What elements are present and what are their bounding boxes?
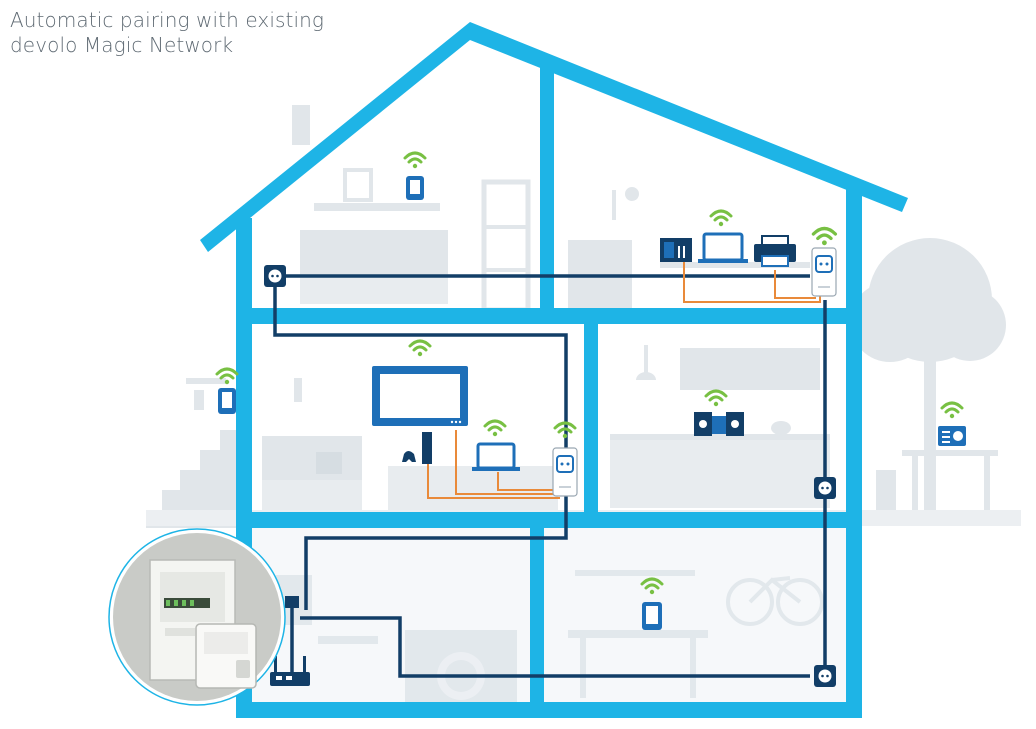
socket-icon	[264, 265, 286, 287]
socket-icon	[814, 477, 836, 499]
wifi-icon	[483, 419, 507, 438]
repeater-icon	[406, 176, 424, 200]
caption-line-1: Automatic pairing with existing	[10, 8, 324, 32]
game-console-icon	[402, 432, 432, 464]
tv-icon	[372, 366, 468, 426]
wifi-icon	[811, 226, 838, 247]
wifi-icon	[940, 401, 964, 420]
wifi-icon	[403, 151, 427, 170]
laptop-icon	[472, 442, 520, 471]
wifi-icon	[704, 389, 728, 408]
wifi-icon	[709, 209, 733, 228]
laptop-icon	[698, 232, 748, 263]
radio-icon	[938, 426, 966, 446]
powerline-adapter-icon	[552, 447, 578, 497]
socket-icon	[814, 665, 836, 687]
repeater-icon	[218, 388, 236, 414]
basement-area	[246, 520, 856, 710]
powerline-adapter-icon	[285, 596, 299, 608]
stereo-icon	[694, 412, 744, 436]
powerline-adapter-icon	[811, 247, 837, 297]
fusebox-photo	[108, 528, 286, 706]
tablet-icon	[642, 602, 662, 630]
printer-icon	[754, 235, 796, 267]
caption: Automatic pairing with existing devolo M…	[10, 8, 324, 58]
router-icon	[270, 656, 310, 686]
caption-line-2: devolo Magic Network	[10, 33, 234, 57]
wifi-icon	[408, 339, 432, 358]
network-storage-icon	[660, 238, 692, 262]
